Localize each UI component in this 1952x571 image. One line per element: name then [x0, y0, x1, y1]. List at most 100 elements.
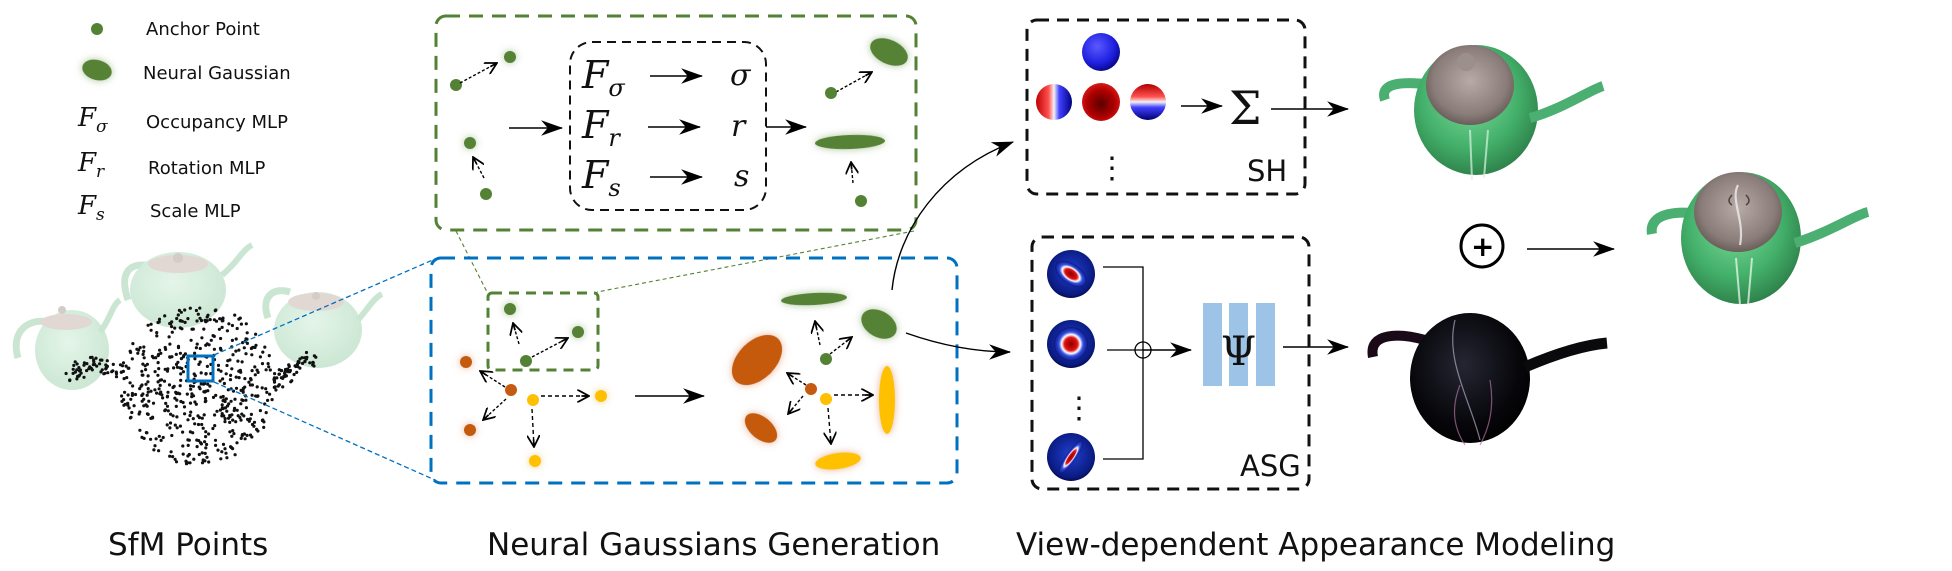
- sh-basis-sphere: [1082, 33, 1120, 71]
- sfm-point: [140, 369, 144, 373]
- sfm-point: [170, 433, 174, 438]
- sfm-point: [76, 374, 80, 378]
- sfm-point: [123, 402, 127, 406]
- sfm-point: [203, 459, 207, 463]
- sfm-point: [191, 327, 195, 331]
- sfm-point: [199, 442, 203, 446]
- sfm-point: [173, 396, 177, 400]
- mlp-row-occupancy: Fσ σ: [581, 53, 752, 102]
- sfm-point: [240, 433, 244, 437]
- legend: Anchor Point Neural Gaussian Fσ Occupanc…: [77, 19, 291, 225]
- sfm-point: [244, 337, 248, 341]
- sfm-point: [234, 375, 238, 379]
- sfm-points-panel: [12, 242, 436, 481]
- sfm-point: [127, 406, 131, 410]
- sfm-point: [144, 368, 148, 372]
- svg-text:σ: σ: [730, 58, 752, 93]
- sfm-point: [192, 372, 196, 376]
- sfm-point: [128, 416, 132, 420]
- sfm-point: [220, 319, 224, 323]
- sfm-point: [183, 352, 187, 356]
- sfm-point: [203, 318, 207, 322]
- sfm-point: [272, 385, 276, 389]
- sfm-point: [168, 321, 172, 326]
- sfm-point: [224, 397, 228, 401]
- sfm-point: [287, 363, 291, 367]
- sfm-point: [169, 412, 173, 416]
- sh-basis-sphere: [1082, 83, 1120, 121]
- sfm-point: [131, 384, 135, 388]
- sfm-point: [235, 326, 239, 331]
- zoom-guide-line: [213, 258, 436, 356]
- sfm-point: [189, 410, 193, 414]
- sfm-point: [273, 372, 277, 376]
- sfm-point: [138, 387, 142, 391]
- sfm-point: [213, 438, 218, 442]
- sfm-point: [159, 438, 163, 442]
- sfm-point: [77, 369, 82, 373]
- sfm-point: [254, 332, 258, 336]
- sfm-point: [227, 322, 231, 326]
- sfm-point: [214, 393, 218, 397]
- sfm-point: [205, 364, 209, 368]
- sfm-point: [195, 445, 199, 449]
- sfm-point: [146, 380, 150, 384]
- sfm-point: [161, 396, 165, 400]
- sfm-point: [149, 437, 153, 441]
- sfm-point: [149, 322, 153, 326]
- teapot-asg-render: [1367, 313, 1608, 446]
- sfm-point: [167, 383, 172, 387]
- sfm-point: [171, 414, 175, 418]
- sfm-point: [153, 370, 157, 374]
- sfm-point: [211, 334, 215, 338]
- sfm-point: [195, 342, 199, 346]
- sfm-point: [183, 308, 187, 312]
- anchor-point-icon: [450, 79, 462, 91]
- sfm-point: [247, 419, 251, 423]
- sfm-point: [191, 384, 195, 388]
- sfm-point: [245, 331, 249, 335]
- sfm-point: [223, 447, 227, 451]
- sfm-point: [178, 384, 182, 388]
- sfm-point: [181, 430, 185, 434]
- sfm-point: [176, 313, 180, 317]
- sfm-point: [157, 449, 161, 453]
- sfm-point: [146, 412, 150, 416]
- sfm-point: [217, 327, 221, 331]
- anchor-point-icon: [825, 87, 837, 99]
- sfm-point: [142, 436, 146, 440]
- sfm-point: [274, 388, 278, 392]
- sfm-point: [233, 313, 237, 317]
- sfm-point: [156, 320, 160, 325]
- sfm-point: [165, 395, 169, 399]
- sfm-point: [188, 413, 192, 418]
- sfm-point: [308, 361, 312, 365]
- sfm-point: [106, 371, 110, 375]
- sfm-point: [188, 430, 192, 434]
- sfm-point: [159, 378, 164, 382]
- sfm-point: [203, 440, 207, 444]
- sfm-point: [268, 368, 272, 372]
- sh-label: SH: [1247, 154, 1287, 188]
- sfm-point: [245, 341, 249, 345]
- anchor-point-icon: [855, 195, 867, 207]
- sfm-point: [212, 347, 216, 351]
- sfm-point: [222, 398, 226, 402]
- sfm-point: [133, 392, 138, 397]
- sfm-point: [203, 381, 207, 386]
- sfm-point: [230, 323, 234, 328]
- sfm-point: [229, 445, 233, 449]
- sfm-point: [135, 347, 139, 351]
- sfm-point: [114, 372, 119, 376]
- sfm-point: [281, 385, 285, 389]
- sfm-point: [163, 314, 167, 318]
- sfm-point: [253, 345, 257, 350]
- faded-teapot-right: [262, 287, 384, 368]
- sfm-point: [277, 372, 281, 376]
- legend-item-occupancy-mlp: Fσ Occupancy MLP: [77, 103, 288, 137]
- sfm-point: [198, 346, 202, 351]
- sfm-point: [244, 406, 248, 410]
- sfm-point: [181, 400, 185, 405]
- sfm-point: [154, 437, 158, 441]
